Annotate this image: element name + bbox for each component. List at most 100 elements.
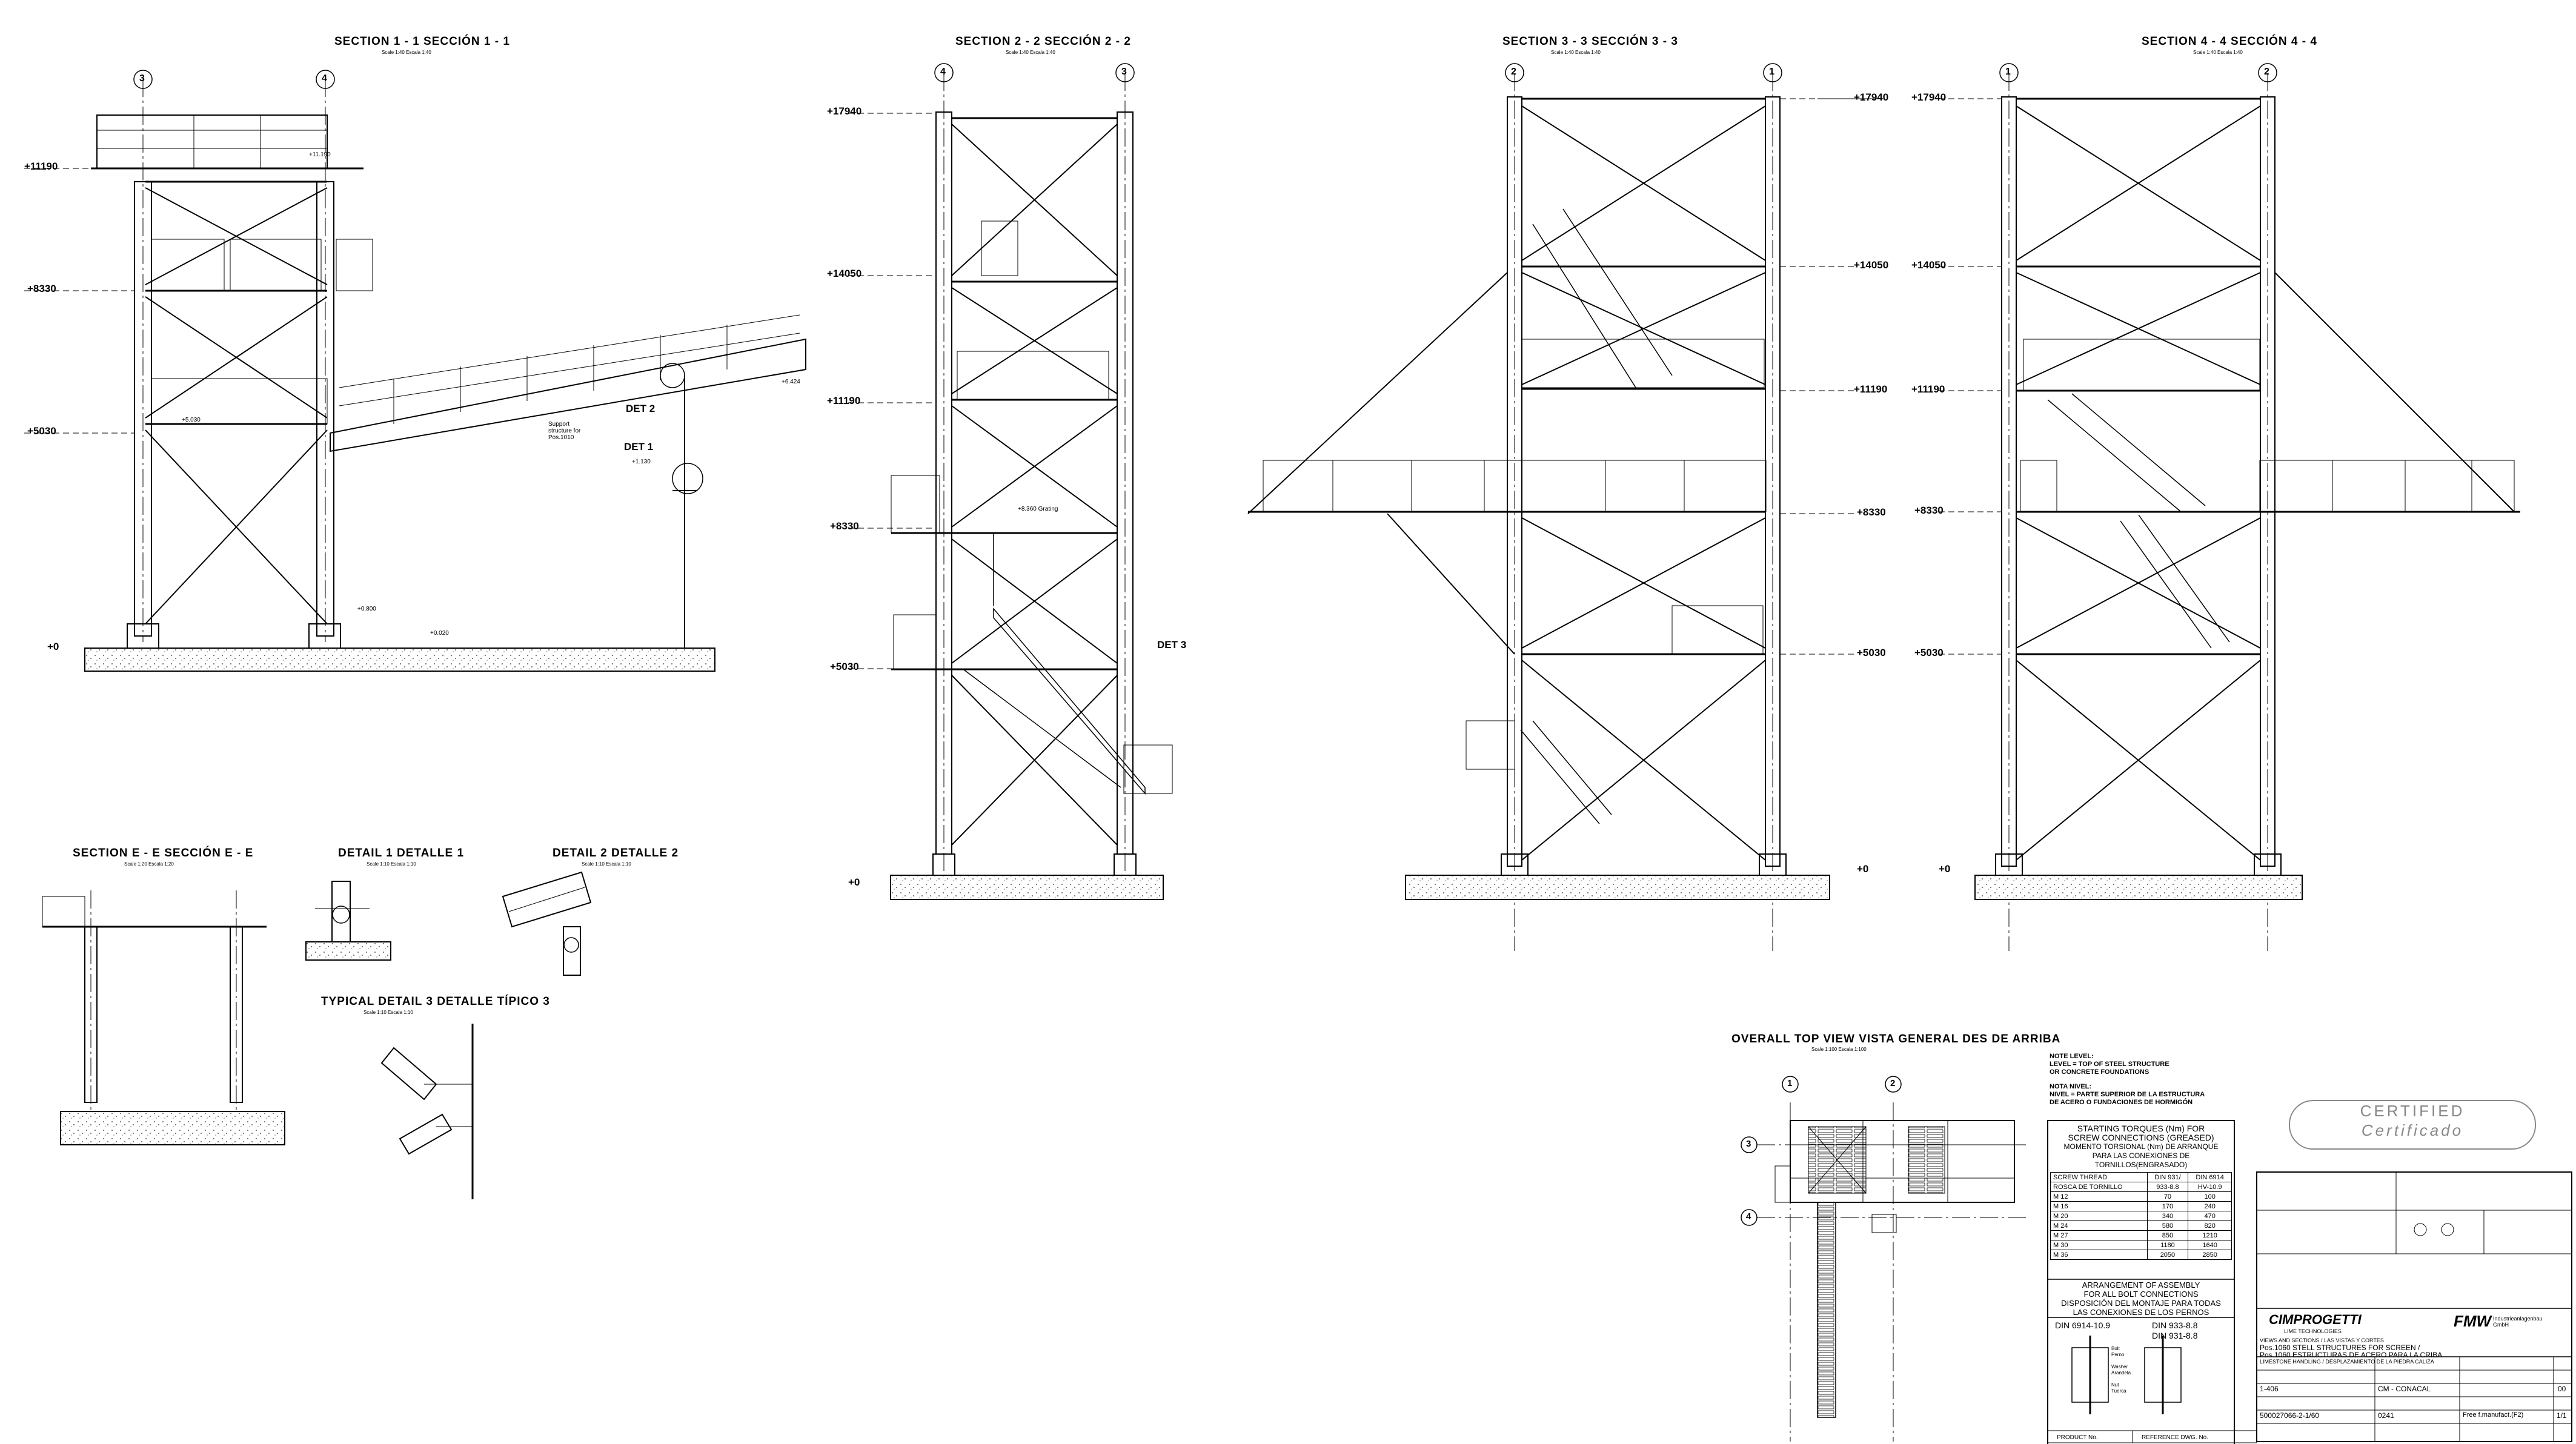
format-code: 0241 [2378, 1411, 2394, 1420]
assembly-label: Washer [2111, 1364, 2128, 1369]
level-marker: +11190 [24, 161, 58, 172]
section-e-e-scale: Scale 1:20 Escala 1:20 [124, 861, 174, 867]
drawing-description: Pos.1060 STELL STRUCTURES FOR SCREEN / [2260, 1343, 2420, 1352]
section-1-1-title: SECTION 1 - 1 SECCIÓN 1 - 1 [334, 35, 510, 48]
top-view-title: OVERALL TOP VIEW VISTA GENERAL DES DE AR… [1731, 1033, 2061, 1045]
elevation-note: +5.030 [182, 417, 201, 423]
level-marker: +5030 [1914, 647, 1944, 658]
level-marker: +5030 [1857, 647, 1886, 658]
overall-top-view-drawing [1741, 1076, 2027, 1442]
drawing-description: VIEWS AND SECTIONS / LAS VISTAS Y CORTES [2260, 1337, 2384, 1343]
detail-callout: DET 3 [1157, 639, 1187, 651]
client-name: CM - CONACAL [2378, 1385, 2431, 1393]
detail-1-title: DETAIL 1 DETALLE 1 [338, 847, 465, 859]
grid-bubble: 4 [1746, 1211, 1751, 1222]
grid-bubble: 1 [1769, 67, 1774, 77]
section-e-e-drawing [42, 890, 285, 1145]
assembly-label: Bolt [2111, 1346, 2120, 1351]
section-e-e-title: SECTION E - E SECCIÓN E - E [73, 847, 254, 859]
partner-logo: FMW [2454, 1312, 2492, 1330]
level-marker: +11190 [1911, 383, 1945, 395]
torque-title: STARTING TORQUES (Nm) FOR SCREW CONNECTI… [2063, 1124, 2219, 1170]
detail-2-scale: Scale 1:10 Escala 1:10 [582, 861, 631, 867]
level-marker: +0 [848, 876, 860, 888]
support-structure-note: Support structure for Pos.1010 [548, 421, 581, 441]
assembly-din-b: DIN 933-8.8 [2152, 1320, 2198, 1330]
grid-bubble: 1 [2005, 67, 2011, 77]
detail-3-drawing [380, 1024, 474, 1199]
grid-bubble: 4 [322, 73, 327, 84]
level-marker: +5030 [27, 425, 56, 437]
title-block-frame [2256, 1171, 2572, 1442]
elevation-note: +0.020 [430, 630, 449, 637]
level-marker: +0 [47, 641, 59, 652]
assembly-label: Nut [2111, 1382, 2119, 1388]
level-marker: +0 [1939, 863, 1951, 875]
assembly-title: ARRANGEMENT OF ASSEMBLY FOR ALL BOLT CON… [2061, 1280, 2221, 1317]
section-3-3-title: SECTION 3 - 3 SECCIÓN 3 - 3 [1502, 35, 1678, 48]
footer-product-no: PRODUCT No. [2057, 1434, 2098, 1441]
section-4-4-scale: Scale 1:40 Escala 1:40 [2193, 50, 2243, 55]
level-marker: +17940 [1854, 91, 1889, 103]
assembly-din-a: DIN 6914-10.9 [2055, 1320, 2111, 1330]
level-note-en: NOTE LEVEL: LEVEL = TOP OF STEEL STRUCTU… [2050, 1053, 2169, 1076]
detail-2-drawing [502, 871, 592, 976]
grid-bubble: 3 [1746, 1139, 1751, 1149]
grating-note: +8.360 Grating [1018, 506, 1058, 512]
drawing-status: Free f.manufact.(F2) [2463, 1411, 2524, 1419]
section-2-2-scale: Scale 1:40 Escala 1:40 [1006, 50, 1055, 55]
section-3-3-scale: Scale 1:40 Escala 1:40 [1551, 50, 1601, 55]
level-marker: +0 [1857, 863, 1869, 875]
level-marker: +17940 [827, 105, 862, 117]
drawing-number: 500027066-2-1/60 [2260, 1411, 2320, 1420]
footer-reference-dwg: REFERENCE DWG. No. [2142, 1434, 2209, 1441]
revision: 00 [2558, 1385, 2566, 1393]
grid-bubble: 2 [1890, 1078, 1896, 1088]
detail-2-title: DETAIL 2 DETALLE 2 [553, 847, 679, 859]
section-1-1-drawing [24, 70, 806, 672]
grid-bubble: 1 [1787, 1078, 1793, 1088]
section-4-4-title: SECTION 4 - 4 SECCIÓN 4 - 4 [2142, 35, 2317, 48]
detail-1-scale: Scale 1:10 Escala 1:10 [367, 861, 416, 867]
company-subtitle: LIME TECHNOLOGIES [2284, 1328, 2342, 1334]
detail-3-title: TYPICAL DETAIL 3 DETALLE TÍPICO 3 [321, 995, 550, 1008]
elevation-note: +6.424 [782, 379, 800, 385]
grid-bubble: 3 [1121, 67, 1127, 77]
grid-bubble: 4 [940, 67, 946, 77]
drawing-description: LIMESTONE HANDLING / DESPLAZAMIENTO DE L… [2260, 1359, 2434, 1365]
elevation-note: +0.800 [357, 606, 376, 612]
elevation-note: +1.130 [632, 459, 651, 465]
level-marker: +8330 [1914, 505, 1944, 516]
sheet-number: 1/1 [2557, 1411, 2567, 1420]
assembly-bolt-sketch [2071, 1336, 2182, 1414]
level-marker: +8330 [830, 520, 859, 532]
grid-bubble: 2 [1511, 67, 1516, 77]
assembly-label: Arandela [2111, 1370, 2131, 1376]
partner-subtitle: Industrieanlagenbau GmbH [2493, 1316, 2543, 1328]
section-1-1-scale: Scale 1:40 Escala 1:40 [382, 50, 431, 55]
project-number: 1-406 [2260, 1385, 2279, 1393]
section-2-2-drawing [848, 63, 1173, 900]
detail-1-drawing [305, 881, 391, 961]
detail-callout: DET 1 [624, 441, 654, 452]
level-marker: +8330 [27, 283, 56, 294]
assembly-label: Perno [2111, 1352, 2125, 1357]
detail-callout: DET 2 [626, 403, 656, 414]
assembly-din-c: DIN 931-8.8 [2152, 1331, 2198, 1340]
section-3-3-drawing [1247, 63, 1878, 951]
level-marker: +14050 [1854, 259, 1889, 271]
top-view-scale: Scale 1:100 Escala 1:100 [1811, 1047, 1867, 1052]
level-marker: +17940 [1911, 91, 1947, 103]
section-2-2-title: SECTION 2 - 2 SECCIÓN 2 - 2 [955, 35, 1131, 48]
company-logo: CIMPROGETTI [2269, 1312, 2362, 1327]
level-note-es: NOTA NIVEL: NIVEL = PARTE SUPERIOR DE LA… [2050, 1083, 2205, 1106]
